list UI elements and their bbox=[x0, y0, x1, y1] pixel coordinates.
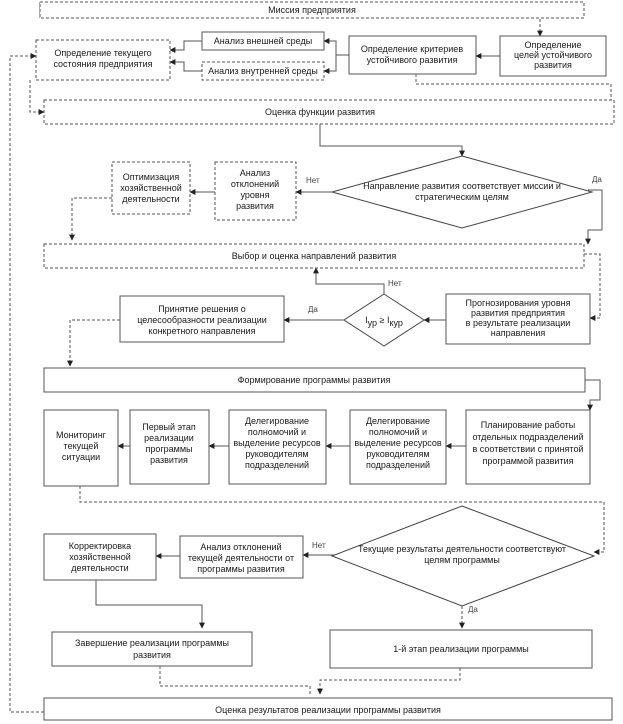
edge-completion-results bbox=[159, 666, 311, 694]
node-results-eval: Оценка результатов реализации программы … bbox=[43, 697, 613, 721]
edge-program-planning bbox=[585, 379, 601, 411]
node-function-eval: Оценка функции развития bbox=[43, 99, 615, 125]
edge-optimization-choice bbox=[69, 197, 112, 241]
node-decision2: Iур ≥ Iкур bbox=[343, 293, 425, 347]
edge-external-current bbox=[169, 40, 202, 53]
decision3-yes-label: Да bbox=[468, 605, 478, 614]
edge-feedback-loop bbox=[9, 53, 44, 713]
node-external-env: Анализ внешней среды bbox=[201, 31, 325, 51]
svg-text:Направление развития соответст: Направление развития соответствует мисси… bbox=[363, 181, 561, 202]
node-decision3: Текущие результаты деятельности соответс… bbox=[330, 505, 596, 607]
node-mission: Миссия предприятия bbox=[39, 1, 585, 19]
decision3-no-label: Нет bbox=[312, 541, 326, 550]
decision1-no-label: Нет bbox=[306, 176, 320, 185]
decision2-yes-label: Да bbox=[308, 305, 318, 314]
svg-text:Выбор и оценка направлений раз: Выбор и оценка направлений развития bbox=[232, 251, 397, 261]
node-decision1: Направление развития соответствует мисси… bbox=[330, 155, 594, 229]
edge-criteria-external bbox=[323, 38, 349, 56]
svg-text:1-й этап реализации программы: 1-й этап реализации программы bbox=[393, 644, 528, 654]
edge-decision2-no bbox=[313, 267, 385, 294]
decision1-yes-label: Да bbox=[592, 175, 602, 184]
edge-correction-completion bbox=[95, 580, 205, 629]
edge-choice-forecast bbox=[584, 253, 601, 321]
edge-current-function bbox=[29, 80, 45, 115]
svg-text:Анализ внутренней среды: Анализ внутренней среды bbox=[208, 66, 318, 76]
node-choice: Выбор и оценка направлений развития bbox=[43, 243, 585, 269]
edge-decisionmake-program bbox=[67, 319, 120, 367]
svg-text:Оценка результатов реализации: Оценка результатов реализации программы … bbox=[215, 705, 441, 715]
edge-monitoring-decision3 bbox=[79, 486, 605, 555]
decision2-no-label: Нет bbox=[388, 279, 402, 288]
svg-text:Оценка функции развития: Оценка функции развития bbox=[265, 107, 375, 117]
edge-decision1-yes bbox=[585, 189, 603, 245]
node-stage1: 1-й этап реализации программы bbox=[329, 629, 593, 669]
svg-text:Iур ≥ Iкур: Iур ≥ Iкур bbox=[365, 315, 403, 328]
node-program-form: Формирование программы развития bbox=[43, 367, 586, 393]
node-internal-env: Анализ внутренней среды bbox=[201, 61, 325, 81]
connectors bbox=[9, 2, 614, 713]
edge-internal-current bbox=[169, 59, 202, 72]
edge-function-decision1 bbox=[319, 124, 465, 157]
svg-text:Анализ внешней среды: Анализ внешней среды bbox=[214, 36, 312, 46]
edge-criteria-internal bbox=[323, 55, 337, 74]
svg-text:Формирование программы развити: Формирование программы развития bbox=[238, 375, 391, 385]
svg-text:Текущие результаты деятельност: Текущие результаты деятельности соответс… bbox=[358, 544, 566, 565]
edge-stage1-results bbox=[317, 668, 461, 695]
mission-text: Миссия предприятия bbox=[268, 5, 356, 15]
